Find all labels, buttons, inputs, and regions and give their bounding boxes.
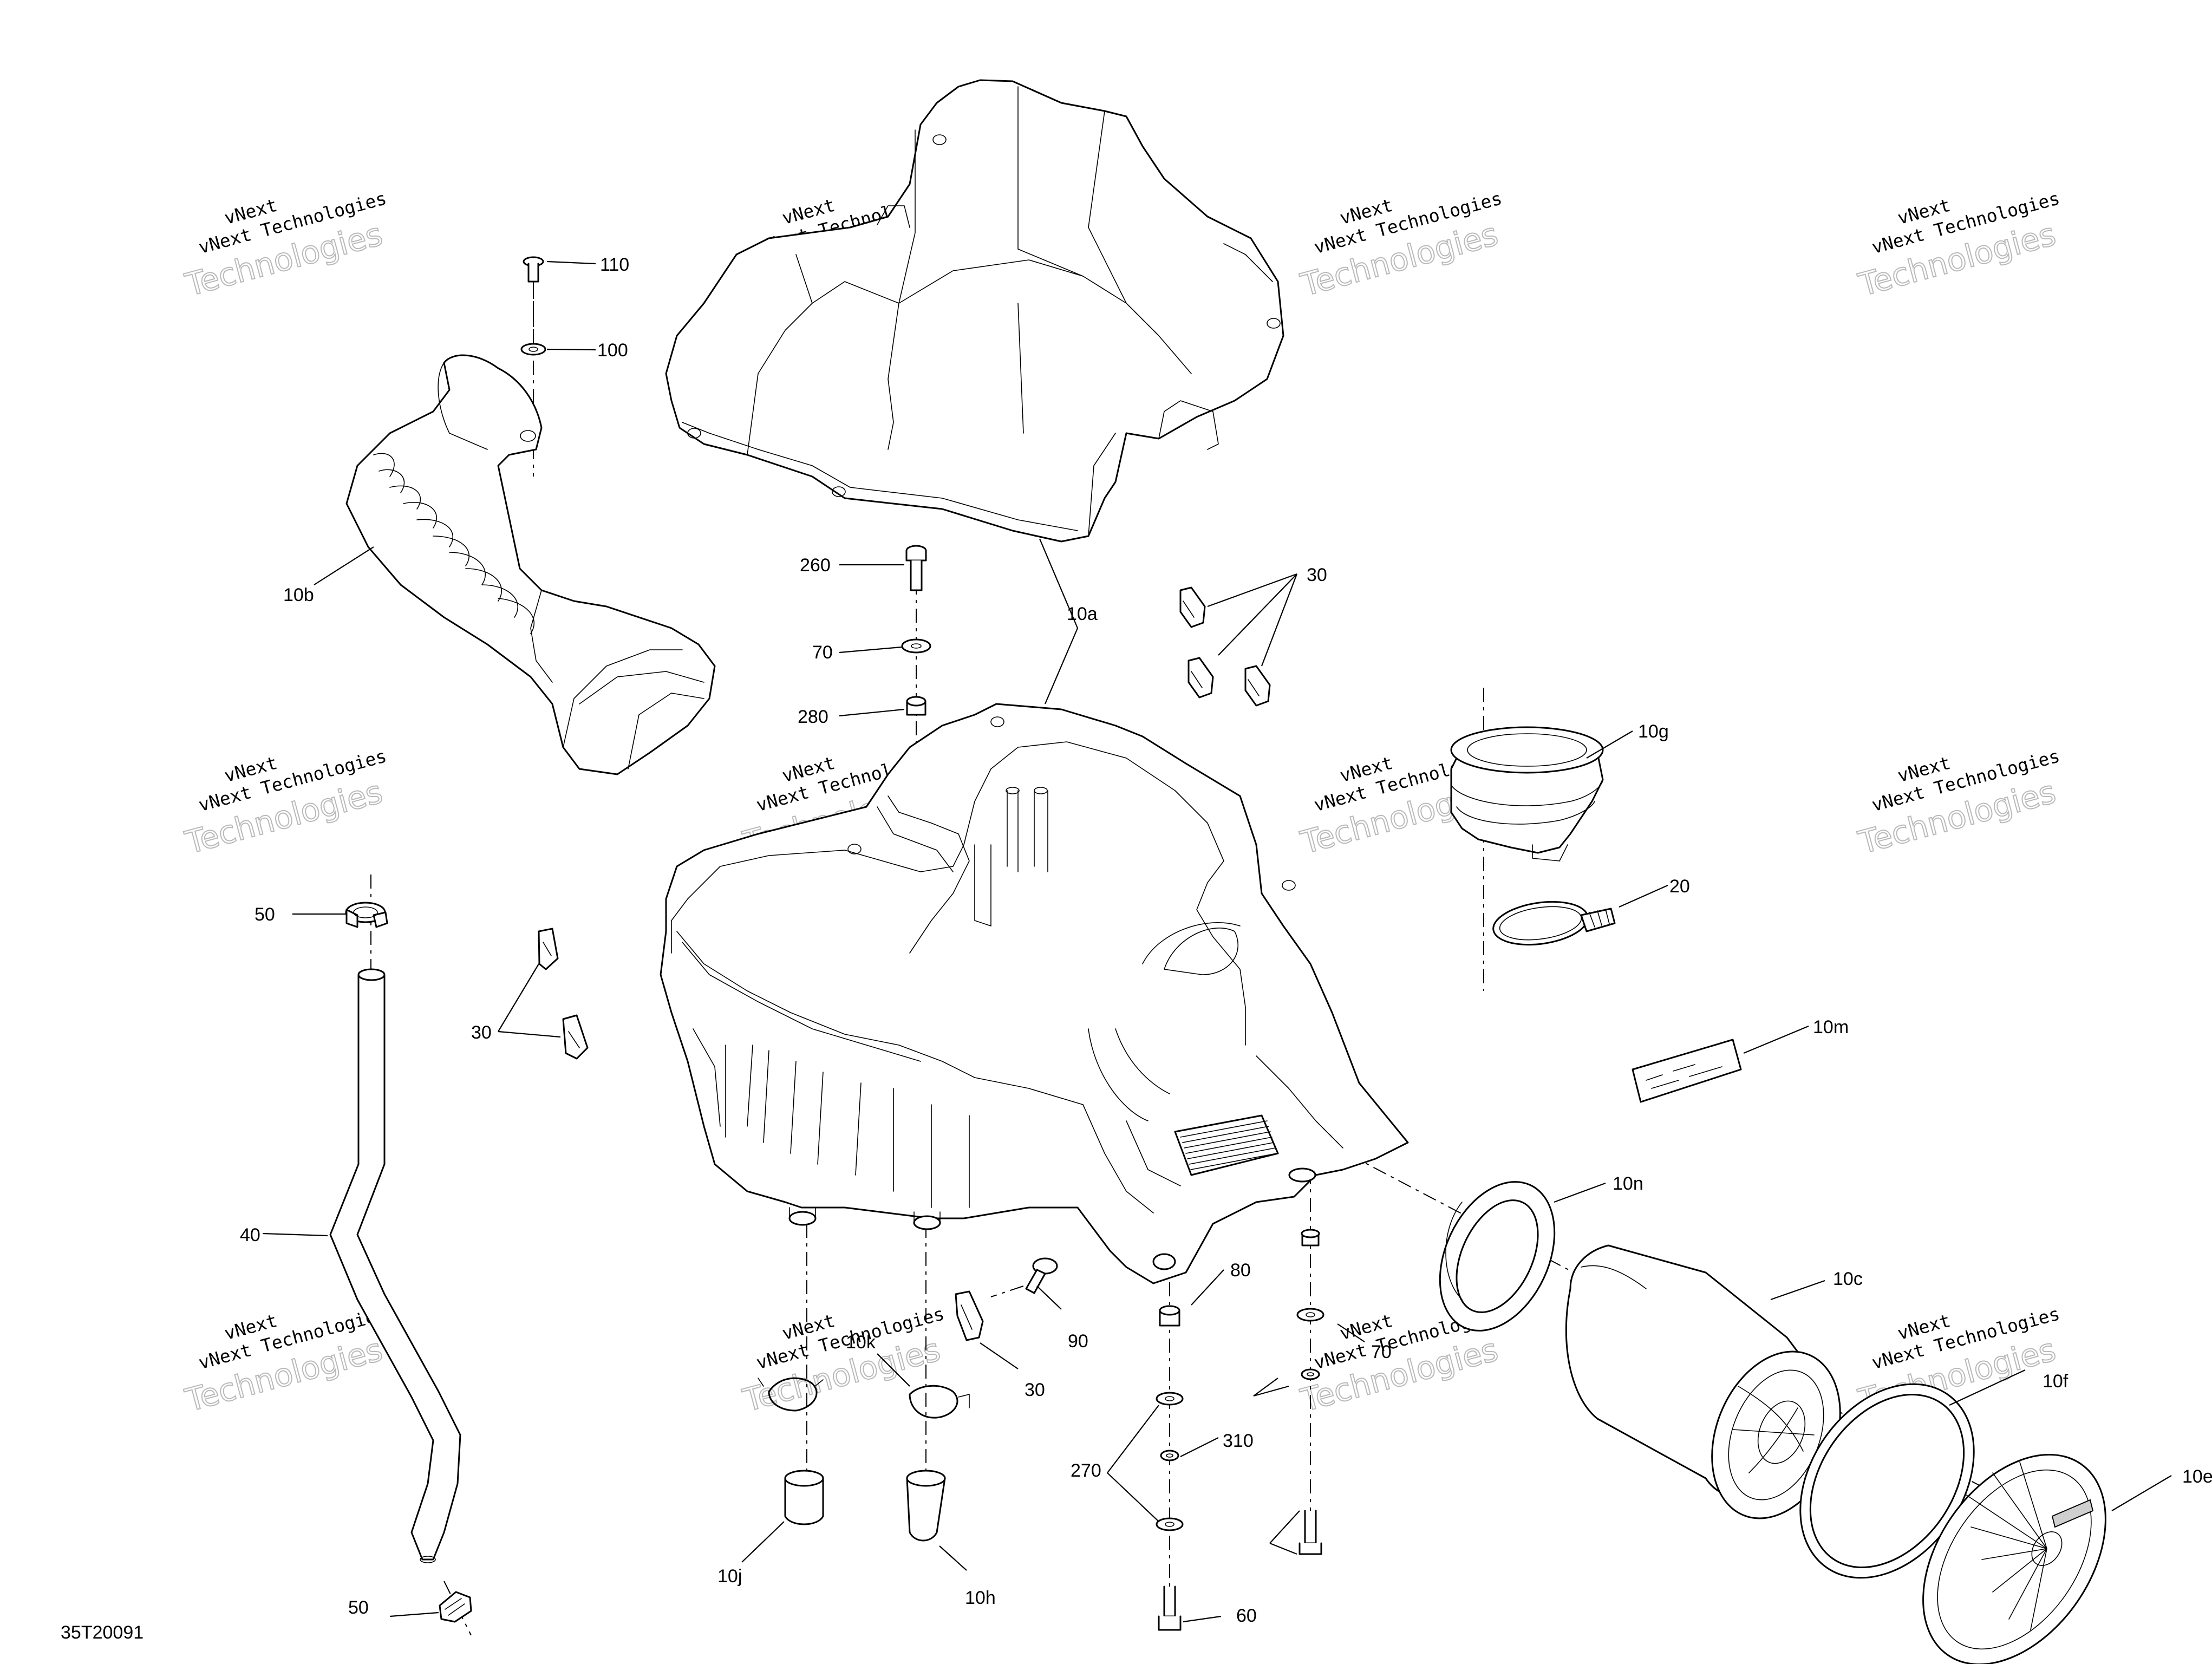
watermark: vNext vNext Technologies Technologies (1854, 745, 2062, 862)
callout-50-lower: 50 (348, 1597, 369, 1618)
washer-70-bottom (1296, 1308, 1324, 1322)
watermark: vNext vNext Technologies Technologies (1296, 187, 1504, 304)
grommet-280 (906, 696, 926, 716)
clamp-50-upper (345, 902, 388, 928)
bolt-60-right (1299, 1510, 1322, 1555)
label-decal-10m (1632, 1039, 1742, 1103)
seal-ring-10n (1439, 1181, 1556, 1332)
watermark: vNext vNext Technologies Technologies (739, 1303, 947, 1419)
watermark: vNext vNext Technologies Technologies (1854, 187, 2062, 304)
callout-10g: 10g (1638, 721, 1669, 742)
callout-270: 270 (1071, 1460, 1101, 1481)
callout-labels: 110 100 10b 260 70 280 10a 30 10g 20 50 … (240, 255, 2212, 1626)
leader-lines (262, 260, 2172, 1623)
fastener-screw-110 (523, 256, 544, 336)
drain-cap-10h (906, 1470, 946, 1542)
spring-clip-10k-right (909, 1385, 970, 1419)
callout-40: 40 (240, 1225, 260, 1245)
callout-260: 260 (800, 555, 831, 576)
grommet-80 (1159, 1305, 1180, 1327)
callout-80: 80 (1230, 1260, 1251, 1281)
air-filter-10c (1565, 1244, 1842, 1519)
watermark: vNext vNext Technologies Technologies (181, 187, 389, 304)
clip-30-a (1179, 586, 1206, 628)
airbox-cover (665, 79, 1284, 543)
washer-270-bottom (1156, 1517, 1184, 1531)
washer-310 (1160, 1450, 1179, 1461)
drain-hose-40 (329, 968, 461, 1563)
spring-clip-10k-left (758, 1377, 824, 1412)
washer-70-top (901, 638, 931, 654)
airbox-base (660, 703, 1409, 1284)
intake-duct (345, 354, 716, 775)
callout-70-top: 70 (812, 642, 833, 663)
callout-10a: 10a (1067, 604, 1098, 624)
washer-270-top (1156, 1392, 1184, 1406)
rubber-boot-10g (1450, 726, 1604, 862)
callout-90: 90 (1068, 1331, 1088, 1352)
callout-10f: 10f (2043, 1371, 2069, 1392)
clip-30-center (955, 1290, 984, 1341)
callout-30-top: 30 (1307, 565, 1327, 585)
grommet-80-right (1301, 1229, 1320, 1247)
watermark: vNext vNext Technologies Technologies (181, 745, 389, 862)
callout-20: 20 (1669, 876, 1690, 897)
callout-10h: 10h (965, 1588, 996, 1608)
callout-100: 100 (597, 340, 628, 361)
callout-10b: 10b (283, 585, 314, 605)
callout-110: 110 (600, 255, 629, 275)
clip-30-left-b (562, 1014, 589, 1060)
washer-right-lower (1301, 1368, 1320, 1380)
callout-280: 280 (798, 707, 828, 727)
clip-30-left-a (538, 928, 559, 970)
callout-10n: 10n (1613, 1173, 1643, 1194)
callout-10e: 10e (2182, 1466, 2212, 1487)
callout-10j: 10j (717, 1566, 742, 1587)
callout-10m: 10m (1813, 1017, 1849, 1037)
callout-310: 310 (1223, 1431, 1254, 1451)
callout-10k: 10k (846, 1332, 876, 1353)
clip-30-c (1244, 665, 1271, 707)
callout-50-upper: 50 (255, 904, 275, 925)
clip-30-b (1187, 657, 1214, 699)
drain-cap-10j (784, 1470, 824, 1525)
reference-code: 35T20091 (61, 1622, 143, 1643)
clamp-50-lower (439, 1591, 472, 1623)
bolt-60-center (1158, 1585, 1182, 1631)
callout-30-left: 30 (471, 1022, 492, 1043)
washer-100 (520, 343, 546, 356)
gasket-10f (1799, 1383, 1975, 1579)
hose-clamp-20 (1492, 900, 1616, 946)
callout-60: 60 (1236, 1606, 1257, 1626)
end-cap-10e (1922, 1453, 2106, 1664)
callout-70-bottom: 70 (1371, 1342, 1392, 1362)
callout-10c: 10c (1833, 1269, 1863, 1289)
bolt-90 (1025, 1257, 1058, 1294)
callout-30-center: 30 (1025, 1380, 1045, 1400)
bolt-260 (905, 545, 927, 591)
